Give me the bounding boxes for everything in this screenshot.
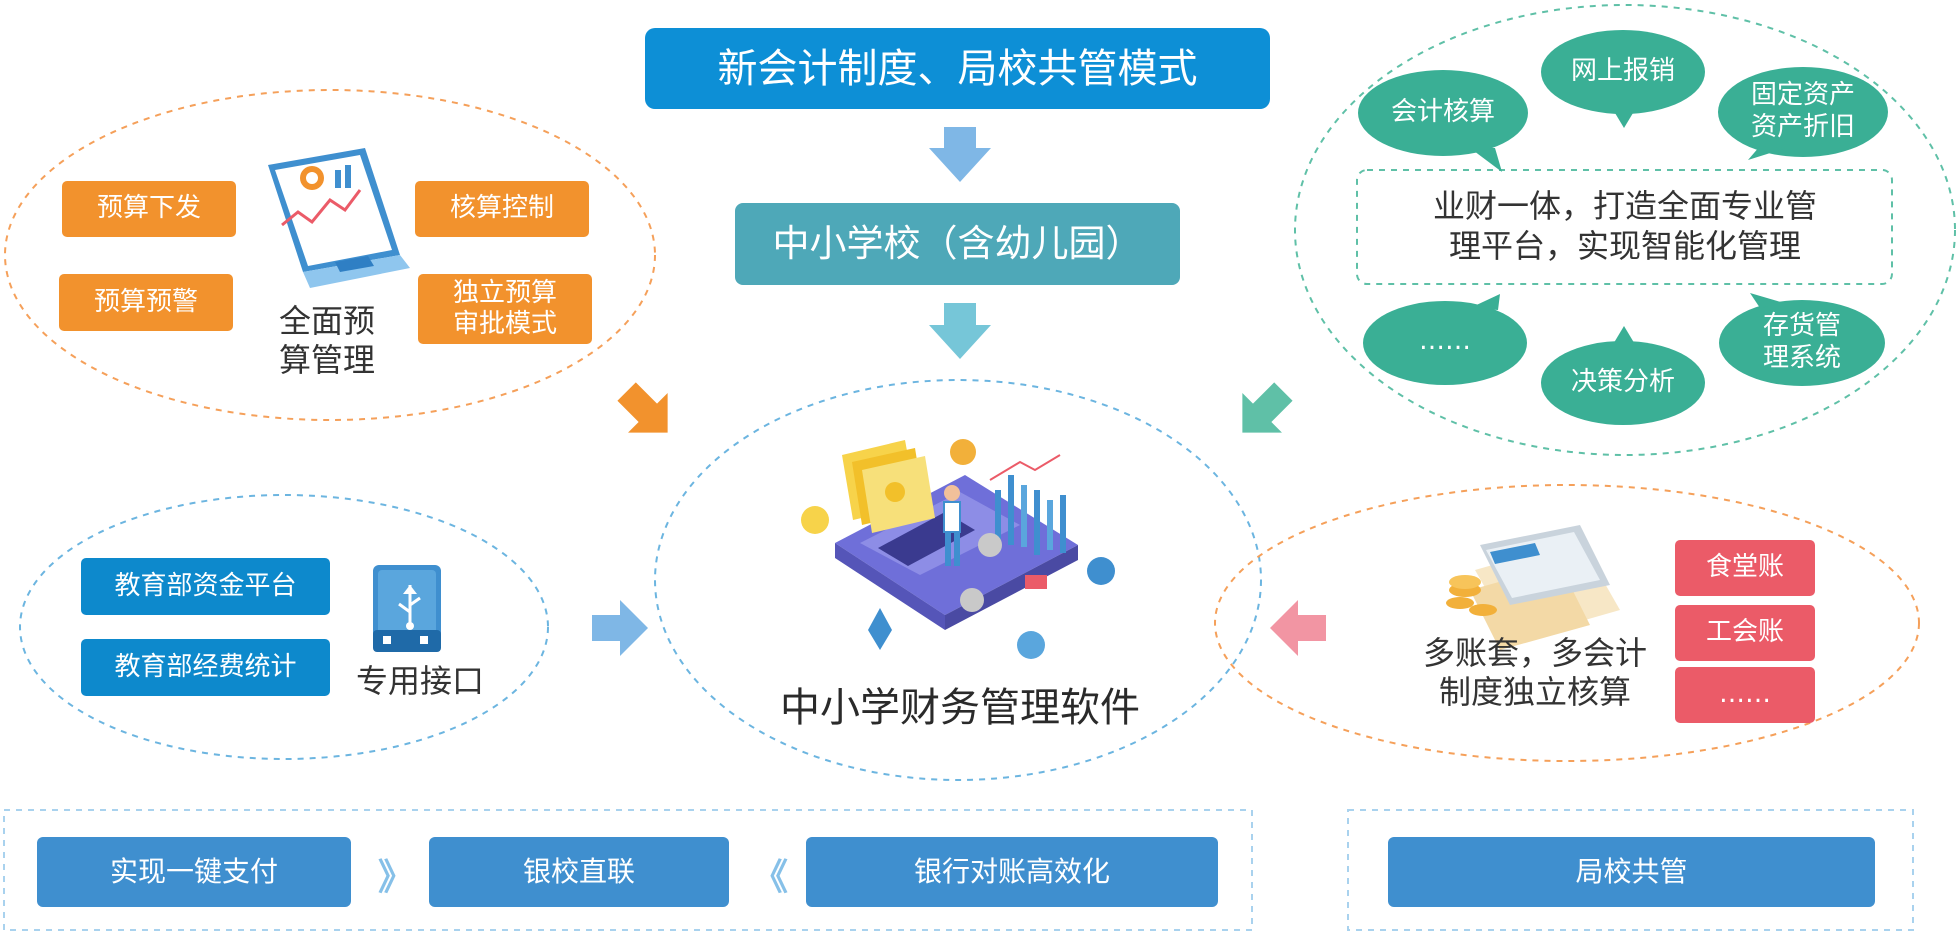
- bubble-inventory-label: 存货管 理系统: [1719, 309, 1885, 377]
- summary-line-2: 理平台，实现智能化管理: [1448, 227, 1801, 265]
- accounting-label: 多账套，多会计 制度独立核算: [1405, 634, 1665, 712]
- budget-item-control: 核算控制: [415, 181, 589, 237]
- budget-label-line-2: 算管理: [278, 341, 375, 380]
- bubble-accounting: [1358, 70, 1528, 172]
- bubble-decision-analysis: [1541, 326, 1705, 425]
- bubble-ellipsis: [1363, 294, 1527, 385]
- bottom-item-co-management: 局校共管: [1388, 837, 1875, 907]
- approval-line-2: 审批模式: [452, 309, 557, 339]
- budget-label: 全面预 算管理: [262, 302, 392, 380]
- bubble-fixed-assets: [1718, 67, 1888, 160]
- page-title: 新会计制度、局校共管模式: [645, 28, 1270, 109]
- accounting-label-line-1: 多账套，多会计: [1422, 634, 1647, 672]
- budget-item-warning: 预算预警: [59, 274, 233, 331]
- bottom-item-reconciliation: 银行对账高效化: [806, 837, 1218, 907]
- bubble-ellipsis-label: ……: [1419, 326, 1471, 357]
- calculator-money-icon: [1446, 525, 1620, 650]
- integration-summary: 业财一体，打造全面专业管 理平台，实现智能化管理: [1360, 186, 1890, 266]
- budget-label-line-1: 全面预: [278, 302, 375, 340]
- account-item-canteen: 食堂账: [1675, 540, 1815, 596]
- interface-label: 专用接口: [355, 662, 484, 700]
- summary-frame: [1356, 169, 1893, 285]
- integration-group-ellipse: [1294, 4, 1956, 456]
- inventory-line-1: 存货管: [1762, 311, 1841, 342]
- budget-item-approval: 独立预算 审批模式: [418, 274, 592, 344]
- chevron-right-icon: 》: [378, 857, 415, 898]
- account-item-union: 工会账: [1675, 605, 1815, 661]
- center-label: 中小学财务管理软件: [780, 685, 1140, 731]
- arrow-diagonal-right-icon: [1242, 382, 1293, 433]
- bubble-online-reimbursement: [1541, 30, 1705, 128]
- bubble-decision-analysis-label: 决策分析: [1570, 367, 1675, 398]
- bottom-item-bank-school-link: 银校直联: [429, 837, 729, 907]
- arrow-down-2-icon: [929, 303, 991, 359]
- interface-item-expense-stats: 教育部经费统计: [81, 639, 330, 696]
- approval-line-1: 独立预算: [452, 277, 557, 308]
- arrow-left-icon: [1270, 600, 1326, 656]
- chevron-left-icon: 《: [752, 857, 789, 898]
- arrow-diagonal-left-icon: [617, 382, 668, 433]
- accounting-label-line-2: 制度独立核算: [1438, 673, 1631, 712]
- laptop-icon: [268, 148, 410, 288]
- bottom-left-frame: [3, 809, 1253, 931]
- fixed-assets-line-1: 固定资产: [1750, 80, 1855, 111]
- accounting-group-ellipse: [1214, 484, 1920, 762]
- usb-device-icon: [373, 565, 441, 652]
- bubble-fixed-assets-label: 固定资产 资产折旧: [1718, 78, 1888, 146]
- interface-group-ellipse: [19, 494, 549, 760]
- bubble-accounting-label: 会计核算: [1390, 97, 1495, 128]
- bottom-item-one-click-payment: 实现一键支付: [37, 837, 351, 907]
- bubble-online-reimbursement-label: 网上报销: [1570, 56, 1675, 87]
- interface-item-fund-platform: 教育部资金平台: [81, 558, 330, 615]
- bottom-right-frame: [1347, 809, 1914, 931]
- budget-group-ellipse: [4, 89, 656, 421]
- summary-line-1: 业财一体，打造全面专业管: [1432, 187, 1817, 225]
- budget-item-issue: 预算下发: [62, 181, 236, 237]
- school-box: 中小学校（含幼儿园）: [735, 203, 1180, 285]
- fixed-assets-line-2: 资产折旧: [1750, 112, 1855, 142]
- finance-software-illustration: [801, 439, 1115, 659]
- arrow-right-icon: [592, 600, 648, 656]
- arrow-down-1-icon: [929, 127, 991, 182]
- bubble-inventory: [1719, 293, 1885, 386]
- center-group-ellipse: [654, 379, 1262, 781]
- inventory-line-2: 理系统: [1762, 343, 1841, 373]
- account-item-ellipsis: ……: [1675, 667, 1815, 723]
